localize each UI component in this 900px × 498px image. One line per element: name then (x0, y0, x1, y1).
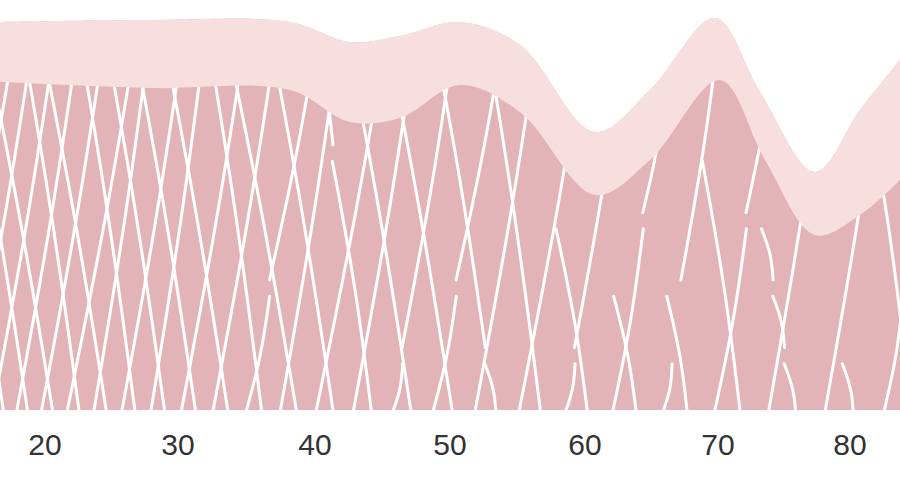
collagen-fiber (667, 296, 688, 415)
collagen-fiber (784, 364, 796, 415)
age-label: 30 (161, 430, 194, 460)
age-label: 60 (568, 430, 601, 460)
age-label: 40 (298, 430, 331, 460)
collagen-fiber (612, 229, 643, 415)
collagen-fiber (883, 296, 900, 415)
collagen-fiber (624, 10, 637, 78)
collagen-fiber (842, 364, 853, 415)
collagen-fiber (564, 364, 575, 415)
collagen-fiber (556, 229, 588, 415)
epidermis (0, 18, 900, 236)
collagen-fiber (485, 364, 496, 415)
collagen-fibers (0, 10, 900, 415)
collagen-fiber (761, 229, 773, 280)
age-label: 50 (433, 430, 466, 460)
collagen-fiber (662, 364, 672, 415)
collagen-fiber (332, 161, 371, 415)
collagen-fiber (614, 296, 637, 415)
collagen-fiber (702, 161, 740, 415)
age-label: 80 (833, 430, 866, 460)
age-label: 70 (701, 430, 734, 460)
age-label: 20 (28, 430, 61, 460)
collagen-fiber (773, 296, 785, 347)
collagen-fiber (392, 364, 403, 415)
